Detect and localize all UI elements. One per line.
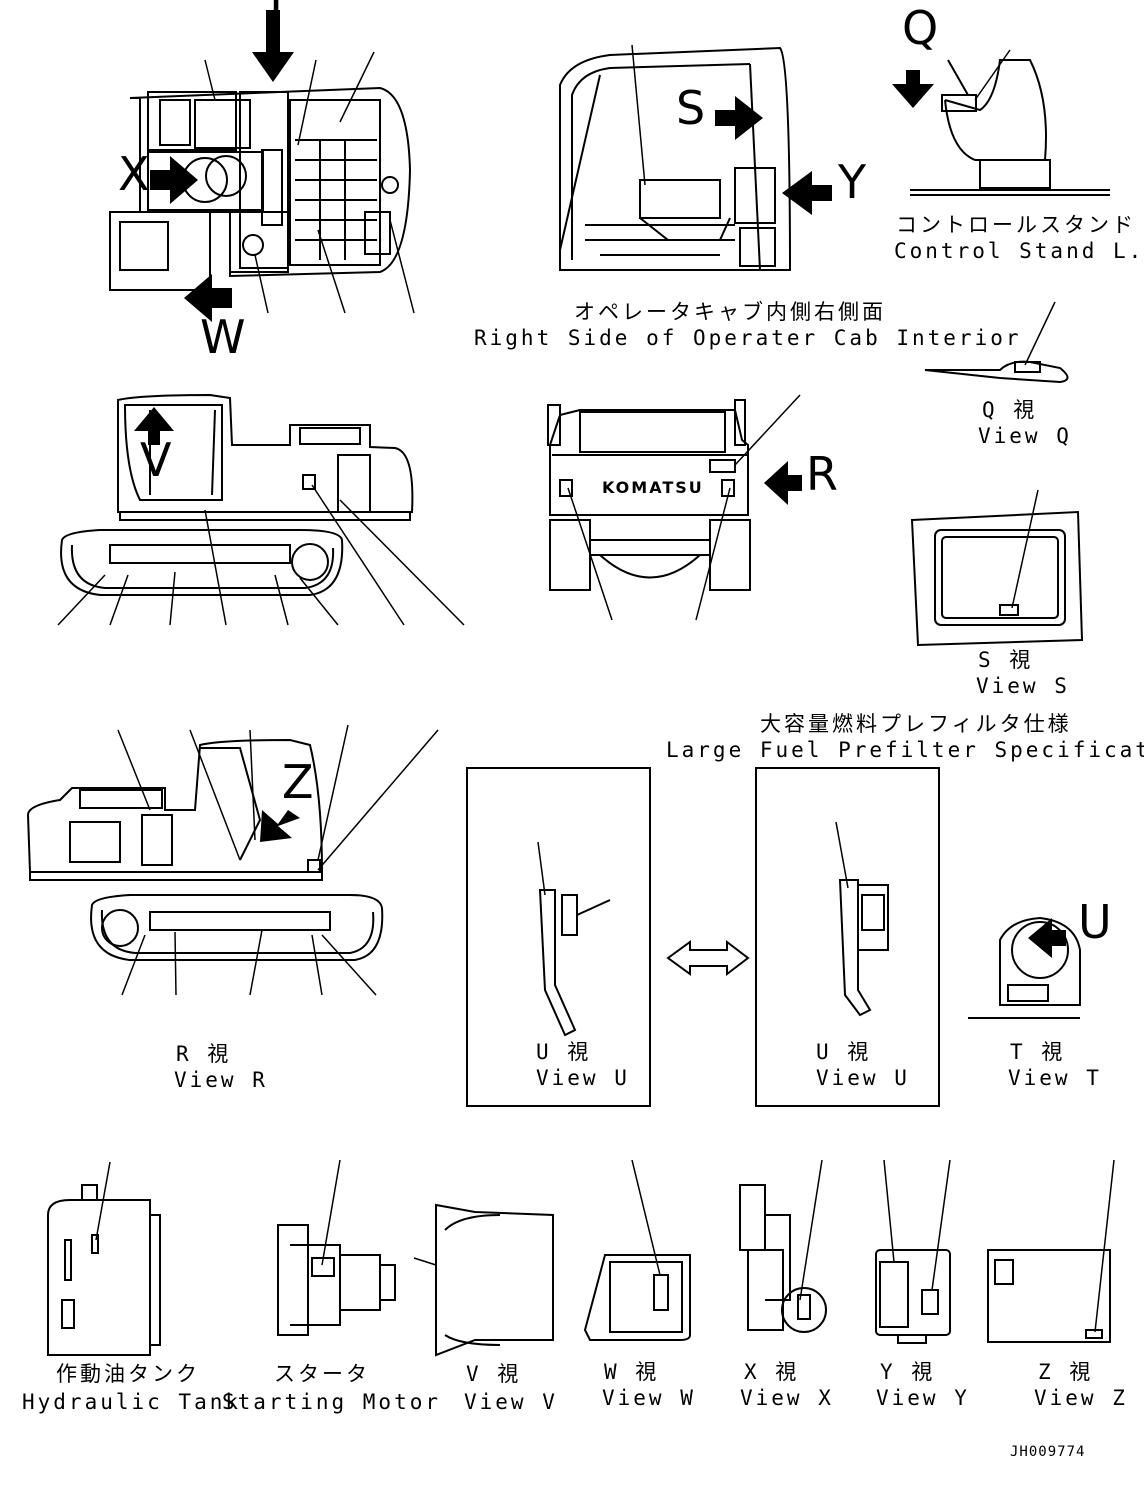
view-x-drawing [739,1184,827,1333]
rear-view-leader-lines [567,394,801,621]
caption-prefilter-en: Large Fuel Prefilter Specification [666,738,1144,762]
hydraulic-tank-drawing [47,1184,161,1356]
letter-u: U [1078,895,1112,949]
view-arrows-top [150,10,294,322]
caption-starting-motor-jp: スタータ [274,1362,370,1386]
caption-view-v-jp: V 視 [466,1362,522,1386]
letter-t: T [262,0,290,17]
view-w-leader [631,1159,661,1276]
caption-starting-motor-en: Starting Motor [222,1390,442,1414]
caption-view-w-en: View W [602,1386,696,1410]
caption-view-u-en-1: View U [536,1066,630,1090]
view-y-drawing [875,1249,951,1344]
letter-w: W [200,310,246,364]
caption-prefilter-jp: 大容量燃料プレフィルタ仕様 [760,712,1072,736]
view-z-leader [1094,1159,1115,1333]
caption-view-t-jp: T 視 [1010,1040,1066,1064]
document-id: JH009774 [1010,1444,1086,1460]
cab-interior-leader-lines [631,44,646,186]
prefilter-box-right [755,767,940,1107]
view-v-leader [413,1257,437,1266]
starting-motor-drawing [277,1224,396,1336]
view-arrow-z [260,810,300,842]
letter-v: V [140,433,172,487]
letter-x: X [118,147,150,201]
machine-side-view-right [26,738,384,961]
caption-view-s-jp: S 視 [978,648,1034,672]
hydraulic-tank-leader [95,1161,111,1241]
view-v-drawing [435,1203,554,1357]
double-arrow [666,939,750,977]
caption-view-q-en: View Q [978,424,1072,448]
view-arrows-cab [715,96,832,215]
caption-view-u-en-2: View U [816,1066,910,1090]
caption-view-x-en: View X [740,1386,834,1410]
view-u-standard-drawing [538,889,611,1037]
machine-rear-view [547,399,751,591]
view-y-leader-lines [883,1159,951,1291]
caption-view-x-jp: X 視 [744,1360,800,1384]
caption-view-t-en: View T [1008,1066,1102,1090]
view-x-leader [799,1159,823,1301]
top-view-leader-lines [204,51,415,314]
caption-hydraulic-tank-jp: 作動油タンク [56,1362,200,1386]
control-stand-drawing [910,59,1110,196]
control-stand-leader [974,49,1011,101]
caption-view-v-en: View V [464,1390,558,1414]
caption-view-q-jp: Q 視 [982,398,1038,422]
cab-interior-drawing [559,46,792,271]
caption-view-u-jp-1: U 視 [536,1040,592,1064]
caption-cab-interior-jp: オペレータキャブ内側右側面 [574,300,886,324]
caption-view-r-jp: R 視 [176,1042,232,1066]
caption-view-y-jp: Y 視 [880,1360,936,1384]
machine-top-view [109,86,412,291]
side-view-left-leader-lines [57,484,465,626]
side-view-right-leader-lines [117,724,439,996]
view-arrow-r [764,461,802,505]
letter-z: Z [282,755,314,809]
view-w-drawing [583,1254,691,1341]
letter-q: Q [902,1,939,55]
letter-r: R [806,447,838,501]
caption-view-y-en: View Y [876,1386,970,1410]
view-arrow-u [1028,918,1066,958]
caption-view-r-en: View R [174,1068,268,1092]
view-u-large-drawing [838,879,889,1017]
starting-motor-leader [321,1159,341,1266]
view-q-leader [1024,301,1056,366]
caption-view-s-en: View S [976,674,1070,698]
brand-logo: KOMATSU [602,478,704,497]
view-s-leader [1011,489,1039,609]
view-arrow-q [892,70,934,108]
view-s-drawing [910,510,1084,647]
letter-y: Y [838,155,867,209]
caption-cab-interior-en: Right Side of Operater Cab Interior [474,326,1022,350]
caption-view-z-en: View Z [1034,1386,1128,1410]
view-z-drawing [987,1249,1111,1343]
caption-control-stand-en: Control Stand L.H. [894,239,1144,263]
view-arrow-v [134,407,174,445]
view-t-drawing [968,916,1081,1019]
prefilter-box-left [466,767,651,1107]
caption-view-z-jp: Z 視 [1038,1360,1094,1384]
view-u-large-leader [835,821,849,889]
view-u-standard-leader [537,841,546,896]
caption-view-u-jp-2: U 視 [816,1040,872,1064]
view-q-drawing [924,360,1069,384]
caption-view-w-jp: W 視 [604,1360,660,1384]
caption-control-stand-jp: コントロールスタンド 左 [896,213,1144,237]
caption-hydraulic-tank-en: Hydraulic Tank [22,1390,242,1414]
letter-s: S [676,81,706,135]
machine-side-view-left [60,393,414,596]
